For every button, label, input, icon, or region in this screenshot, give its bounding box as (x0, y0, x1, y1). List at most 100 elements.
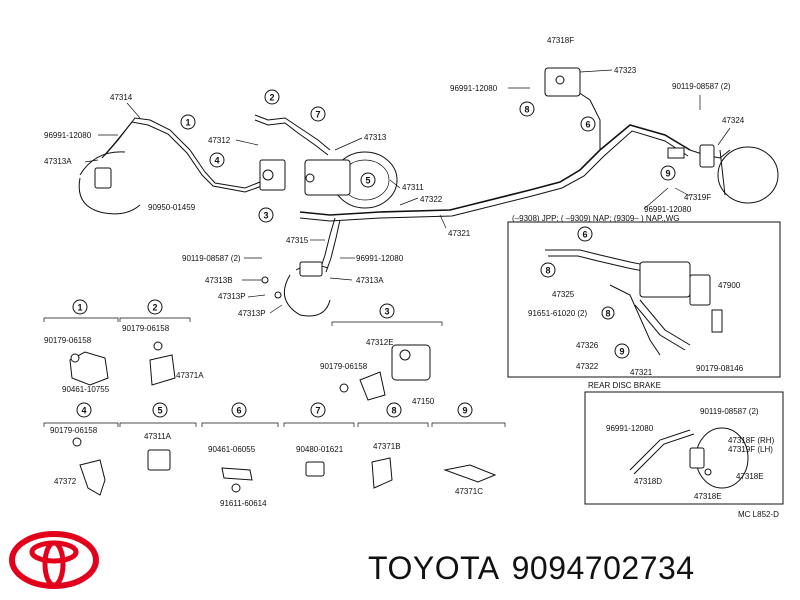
variant-detail-box (507, 221, 781, 378)
svg-text:1: 1 (185, 118, 190, 128)
callout-7-top: 7 (310, 106, 326, 122)
svg-text:5: 5 (365, 176, 370, 186)
callout-markers: 1 4 2 7 5 3 8 6 9 6 8 9 8 1 2 3 4 5 6 7 … (72, 89, 676, 418)
svg-text:8: 8 (605, 309, 610, 319)
label-90119-08587-c: 90119-08587 (2) (700, 407, 759, 416)
label-96991-12080-c: 96991-12080 (450, 84, 498, 93)
label-90179-06158-2: 90179-06158 (122, 324, 170, 333)
svg-text:9: 9 (619, 347, 624, 357)
label-47318e: 47318E (736, 472, 764, 481)
label-47318f: 47318F (547, 36, 574, 45)
svg-text:1: 1 (77, 303, 82, 313)
label-47313p-b: 47313P (238, 309, 266, 318)
label-91651-61020: 91651-61020 (2) (528, 309, 587, 318)
callout-8-top: 8 (519, 101, 535, 117)
label-47325: 47325 (552, 290, 575, 299)
label-47312e: 47312E (366, 338, 394, 347)
callout-7-detail: 7 (310, 402, 326, 418)
label-47318e-b: 47318E (694, 492, 722, 501)
label-90179-06158-1: 90179-06158 (44, 336, 92, 345)
label-47313: 47313 (364, 133, 387, 142)
brand-name: TOYOTA (368, 550, 500, 586)
svg-text:4: 4 (81, 406, 86, 416)
label-90179-08146: 90179-08146 (696, 364, 744, 373)
label-47313a: 47313A (44, 157, 72, 166)
callout-2-detail: 2 (147, 299, 163, 315)
label-90179-06158-4: 90179-06158 (50, 426, 98, 435)
callout-1-top: 1 (180, 114, 196, 130)
toyota-logo-icon (8, 530, 100, 595)
label-96991-12080-e: 96991-12080 (606, 424, 654, 433)
label-47313b: 47313B (205, 276, 233, 285)
svg-text:6: 6 (585, 120, 590, 130)
label-47321-b: 47321 (630, 368, 653, 377)
svg-text:2: 2 (269, 93, 274, 103)
callout-6-top: 6 (580, 116, 596, 132)
callout-9-detail: 9 (457, 402, 473, 418)
label-47324: 47324 (722, 116, 745, 125)
label-47319f: 47319F (684, 193, 711, 202)
label-47311: 47311 (402, 183, 424, 192)
label-47321: 47321 (448, 229, 471, 238)
label-90950-01459: 90950-01459 (148, 203, 196, 212)
label-90119-08587: 90119-08587 (2) (182, 254, 241, 263)
label-47371a: 47371A (176, 371, 204, 380)
label-90461-06055: 90461-06055 (208, 445, 256, 454)
callout-3-detail: 3 (379, 303, 395, 319)
svg-text:3: 3 (384, 307, 389, 317)
rear-drum-assembly (544, 67, 779, 204)
label-47318f-rh: 47318F (RH) (728, 436, 775, 445)
label-47322: 47322 (420, 195, 443, 204)
brake-tubes (101, 77, 731, 273)
clip-parts (69, 341, 497, 496)
callout-8-detail: 8 (386, 402, 402, 418)
label-47318d: 47318D (634, 477, 662, 486)
label-47150: 47150 (412, 397, 435, 406)
label-90480-01621: 90480-01621 (296, 445, 344, 454)
svg-text:4: 4 (214, 156, 219, 166)
label-47322-b: 47322 (576, 362, 599, 371)
callout-4-detail: 4 (76, 402, 92, 418)
svg-text:8: 8 (545, 266, 550, 276)
label-91611-60614: 91611-60614 (220, 499, 267, 508)
svg-text:5: 5 (157, 406, 162, 416)
label-47323: 47323 (614, 66, 637, 75)
label-90179-06158-3: 90179-06158 (320, 362, 368, 371)
label-96991-12080-b: 96991-12080 (356, 254, 404, 263)
label-90461-10755: 90461-10755 (62, 385, 110, 394)
leader-lines (84, 69, 731, 314)
front-right-disc (261, 261, 331, 317)
label-47372: 47372 (54, 477, 77, 486)
svg-text:9: 9 (665, 169, 670, 179)
svg-text:3: 3 (263, 211, 268, 221)
variant-header: (–9308) JPP; ( –9309) NAP; (9309– ) NAP.… (512, 214, 679, 223)
callout-9-box: 9 (614, 343, 630, 359)
label-47313a-b: 47313A (356, 276, 384, 285)
callout-2-top: 2 (264, 89, 280, 105)
label-47312: 47312 (208, 136, 231, 145)
label-47314: 47314 (110, 93, 133, 102)
master-cylinder-booster (259, 151, 398, 209)
label-96991-12080-d: 96991-12080 (644, 205, 692, 214)
label-47313p: 47313P (218, 292, 246, 301)
callout-6-detail: 6 (231, 402, 247, 418)
svg-text:7: 7 (315, 406, 320, 416)
svg-text:7: 7 (315, 110, 320, 120)
callout-4-top: 4 (209, 152, 225, 168)
label-47371c: 47371C (455, 487, 483, 496)
callout-5-top: 5 (360, 172, 376, 188)
label-47900: 47900 (718, 281, 741, 290)
callout-8-box2: 8 (601, 306, 615, 320)
svg-text:6: 6 (582, 230, 587, 240)
rear-disc-header: REAR DISC BRAKE (588, 381, 661, 390)
label-47315: 47315 (286, 236, 309, 245)
clip-detail-frames (43, 317, 506, 427)
rear-disc-brake-box (584, 391, 784, 505)
callout-5-detail: 5 (152, 402, 168, 418)
callout-1-detail: 1 (72, 299, 88, 315)
svg-text:2: 2 (152, 303, 157, 313)
svg-text:9: 9 (462, 406, 467, 416)
svg-text:8: 8 (524, 105, 529, 115)
